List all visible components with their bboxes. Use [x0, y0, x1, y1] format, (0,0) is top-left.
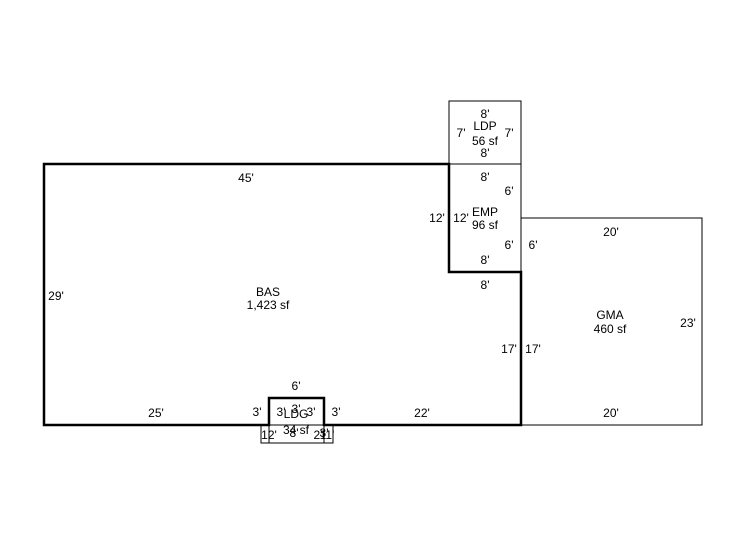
- emp-code: EMP: [472, 205, 498, 219]
- dim-label: 8': [481, 107, 490, 121]
- gma-code: GMA: [596, 308, 623, 322]
- dim-label: 22': [414, 406, 430, 420]
- dim-label: 3': [320, 426, 329, 440]
- dim-label: 3': [277, 405, 286, 419]
- gma-area: 460 sf: [594, 322, 627, 336]
- dim-label: 8': [481, 278, 490, 292]
- dim-label: 12': [453, 211, 469, 225]
- ldg-outline: [260, 424, 334, 444]
- dim-label: 20': [603, 225, 619, 239]
- bas-area: 1,423 sf: [247, 298, 290, 312]
- dim-label: 20': [603, 406, 619, 420]
- dim-label: 8': [481, 253, 490, 267]
- dim-label: 8': [481, 170, 490, 184]
- dim-label: 3': [307, 405, 316, 419]
- dim-label: 25': [148, 406, 164, 420]
- dim-label: 8': [290, 426, 299, 440]
- dim-label: 6': [505, 184, 514, 198]
- dim-label: 11': [320, 428, 335, 442]
- ldg-code: LDG: [284, 407, 309, 421]
- dim-label: 23': [680, 316, 696, 330]
- dim-label: 6': [505, 238, 514, 252]
- dim-label: 3': [292, 402, 301, 416]
- dim-label: 7': [457, 126, 466, 140]
- dim-label: 12': [429, 211, 445, 225]
- dim-label: 17': [501, 342, 517, 356]
- ldp-area: 56 sf: [472, 134, 499, 148]
- ldp-code: LDP: [473, 119, 496, 133]
- dim-label: 8': [481, 146, 490, 160]
- dim-label: 6': [529, 238, 538, 252]
- dim-label: 17': [525, 342, 541, 356]
- dim-label: 7': [505, 126, 514, 140]
- bas-outline: [42, 162, 523, 427]
- ldg-area: 34 sf: [283, 423, 310, 437]
- dim-label: 45': [238, 171, 254, 185]
- dim-label: 2': [314, 428, 323, 442]
- bas-code: BAS: [256, 285, 280, 299]
- dim-label: 3': [332, 405, 341, 419]
- dim-label: 12': [261, 428, 277, 442]
- emp-area: 96 sf: [472, 218, 499, 232]
- dim-label: 6': [292, 379, 301, 393]
- dim-label: 29': [48, 289, 64, 303]
- dim-label: 3': [253, 405, 262, 419]
